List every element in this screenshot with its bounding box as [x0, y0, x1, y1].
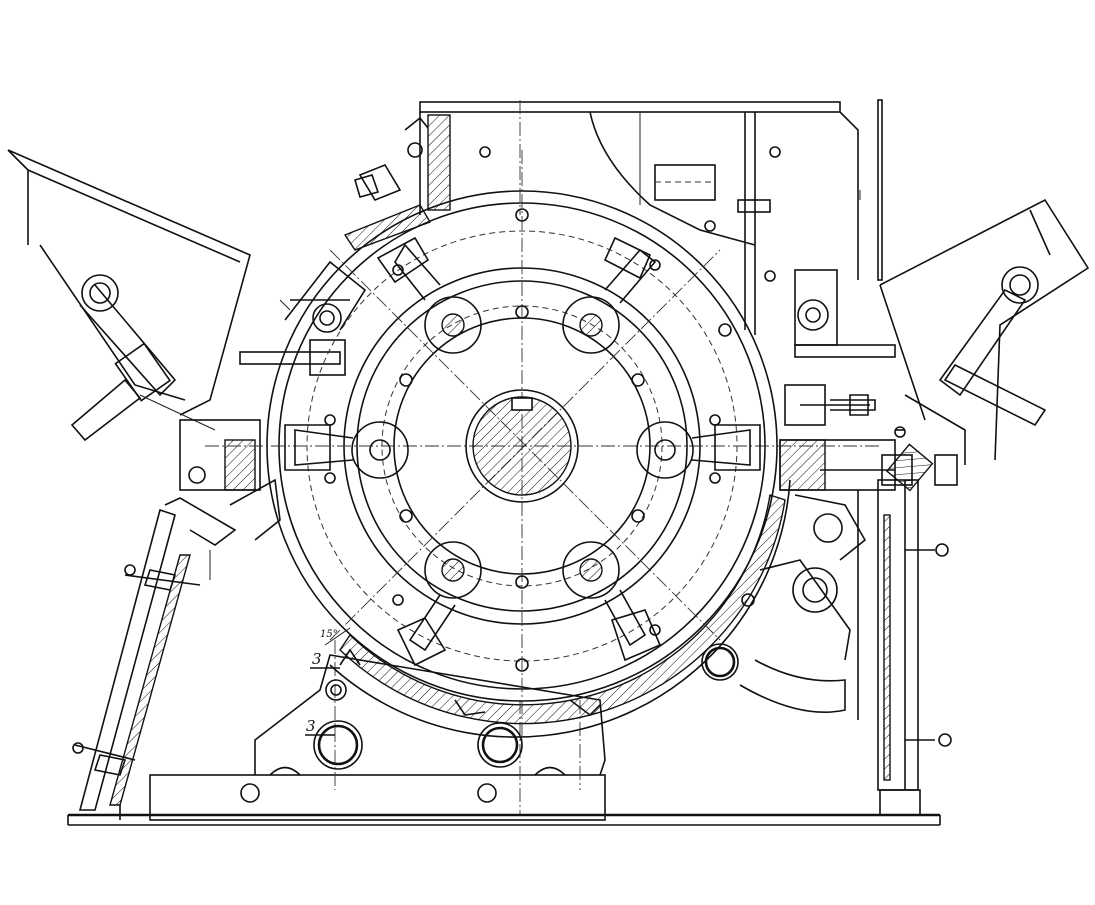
left-grate [72, 497, 237, 811]
annotations: 3 3 15° [305, 627, 361, 736]
angle-label: 15° [320, 629, 338, 640]
section-mark-lower: 3 [306, 717, 316, 735]
bolt-details [290, 174, 906, 438]
hammer-bottom-right [562, 541, 662, 662]
left-bracket [179, 260, 367, 541]
hammer-right [636, 421, 761, 479]
lower-support [254, 640, 606, 815]
bottom-grate-arc [329, 479, 791, 738]
right-lever [701, 643, 846, 713]
left-liner [343, 114, 451, 251]
rotor-disc [205, 150, 880, 740]
lower-rollers [313, 679, 601, 770]
hammer-top-right [562, 236, 657, 354]
hammer-top-left [376, 236, 482, 354]
section-mark-upper: 3 [312, 650, 322, 668]
hammers [284, 236, 761, 667]
upper-housing [419, 99, 883, 335]
base-frame [67, 774, 941, 826]
right-bracket [759, 269, 896, 661]
hammer-bottom-left [396, 541, 482, 667]
shaft-section-icon [465, 389, 579, 503]
hammer-left [284, 421, 409, 479]
right-chute [879, 198, 1090, 465]
right-grate [857, 443, 958, 791]
left-chute [7, 149, 251, 442]
